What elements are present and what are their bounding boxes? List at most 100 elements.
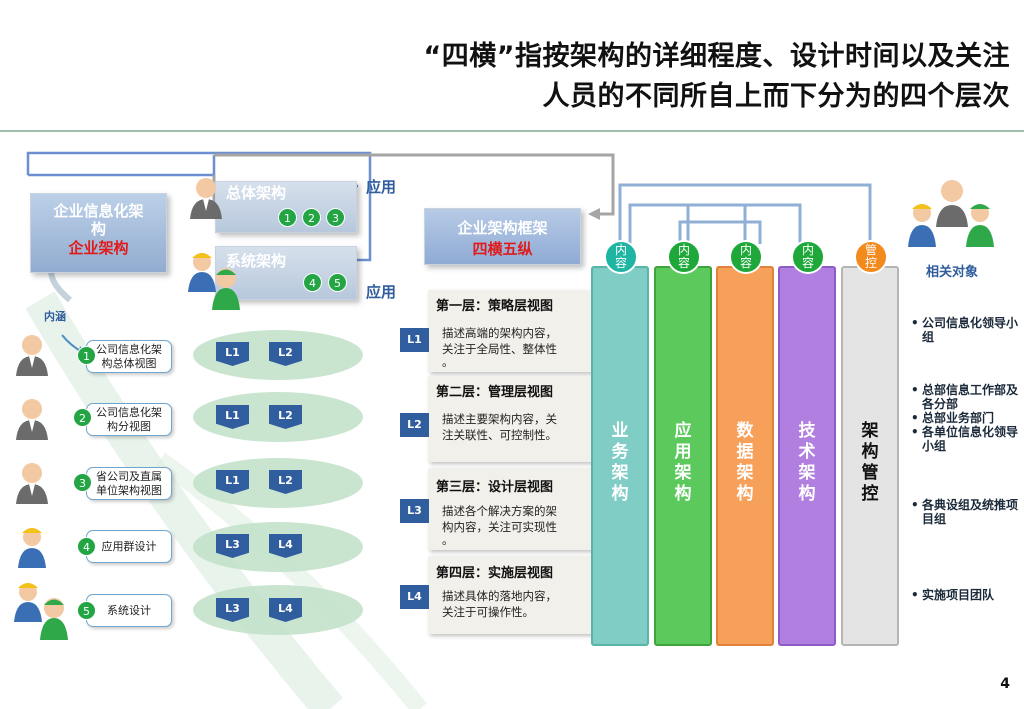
layer-desc: 描述主要架构内容，关 [442, 412, 557, 426]
layer-desc: 。 [442, 355, 454, 369]
view-box-3: 省公司及直属单位架构视图 [86, 467, 172, 500]
layer-chip-2: L2 [400, 413, 429, 437]
layer-card-1: 第一层：策略层视图 描述高端的架构内容， 关注于全局性、整体性 。 [428, 290, 596, 372]
framework-box: 企业架构框架 四横五纵 [424, 208, 581, 265]
slide-title-line-1: “四横”指按架构的详细程度、设计时间以及关注 [423, 41, 1010, 72]
view-level-badge: L3 [216, 534, 249, 558]
related-people-icon [908, 180, 994, 247]
related-item: 总部信息工作部及各分部 [908, 383, 1020, 411]
view-num-5: 5 [77, 601, 96, 620]
related-group-4: 实施项目团队 [908, 588, 1020, 602]
view-level-badge: L1 [216, 342, 249, 366]
view-level-badge: L2 [269, 405, 302, 429]
view-label-line: 应用群设计 [101, 539, 157, 553]
system-num-5: 5 [328, 273, 347, 292]
view-label-line: 公司信息化架 [96, 342, 162, 356]
overall-architecture-label: 总体架构 [226, 184, 287, 202]
layer-card-2: 第二层：管理层视图 描述主要架构内容，关 注关联性、可控制性。 [428, 376, 596, 462]
related-group-2: 总部信息工作部及各分部 总部业务部门 各单位信息化领导小组 [908, 383, 1020, 453]
layer-desc: 注关联性、可控制性。 [442, 428, 557, 442]
column-governance-circle: 管控 [854, 240, 888, 274]
layer-chip-1: L1 [400, 328, 429, 352]
view-num-1: 1 [77, 346, 96, 365]
layer-title: 第四层：实施层视图 [436, 566, 554, 581]
view-level-badge: L4 [269, 598, 302, 622]
layer-desc: 描述高端的架构内容， [442, 326, 557, 340]
view-level-badge: L3 [216, 598, 249, 622]
column-business-architecture: 业务架构 [591, 266, 649, 646]
view-box-4: 应用群设计 [86, 530, 172, 563]
layer-desc: 关注于全局性、整体性 [442, 342, 557, 356]
layer-card-3: 第三层：设计层视图 描述各个解决方案的架 构内容，关注可实现性 。 [428, 468, 596, 550]
related-item: 各单位信息化领导小组 [908, 425, 1020, 453]
overall-num-1: 1 [278, 208, 297, 227]
concept-main-line-2: 构 [90, 220, 106, 238]
view-level-badge: L1 [216, 470, 249, 494]
decor-arc [25, 291, 343, 709]
column-technical-architecture: 技术架构 [778, 266, 836, 646]
view-num-4: 4 [77, 537, 96, 556]
person-manager-icon [16, 335, 48, 376]
view-level-badge: L2 [269, 470, 302, 494]
related-group-3: 各典设组及统推项目组 [908, 498, 1020, 526]
view-label-line: 构分视图 [107, 419, 151, 433]
apply-label-1: 应用 [366, 178, 397, 196]
framework-sub-label: 四横五纵 [472, 240, 533, 258]
column-application-architecture: 应用架构 [654, 266, 712, 646]
related-item: 各典设组及统推项目组 [908, 498, 1020, 526]
connector-gray [214, 153, 615, 216]
column-label: 技术架构 [798, 421, 816, 504]
view-level-badge: L1 [216, 405, 249, 429]
layer-chip-4: L4 [400, 585, 429, 609]
layer-desc: 。 [442, 533, 454, 547]
view-label-line: 系统设计 [107, 603, 151, 617]
concept-main-sub: 企业架构 [68, 239, 129, 257]
column-data-architecture: 数据架构 [716, 266, 774, 646]
view-level-badge: L2 [269, 342, 302, 366]
person-manager-icon [16, 399, 48, 440]
column-label: 数据架构 [736, 421, 754, 504]
overall-num-3: 3 [326, 208, 345, 227]
overall-num-2: 2 [302, 208, 321, 227]
concept-enterprise-architecture: 企业信息化架 构 企业架构 [30, 193, 167, 273]
person-engineer-icon [18, 528, 46, 568]
view-box-5: 系统设计 [86, 594, 172, 627]
column-architecture-governance: 架构管控 [841, 266, 899, 646]
person-manager-icon [16, 463, 48, 504]
view-num-2: 2 [73, 408, 92, 427]
layer-card-4: 第四层：实施层视图 描述具体的落地内容， 关注于可操作性。 [428, 556, 596, 634]
person-engineers-icon [188, 253, 240, 310]
layer-title: 第三层：设计层视图 [436, 480, 554, 495]
layer-desc: 描述各个解决方案的架 [442, 504, 557, 518]
view-level-badge: L4 [269, 534, 302, 558]
view-box-2: 公司信息化架构分视图 [86, 403, 172, 436]
column-content-circle: 内容 [729, 240, 763, 274]
page-number: 4 [1000, 676, 1010, 692]
column-label: 架构管控 [861, 421, 879, 504]
framework-bracket [618, 183, 872, 244]
system-architecture-label: 系统架构 [226, 252, 287, 270]
related-item: 总部业务部门 [908, 411, 1020, 425]
layer-title: 第二层：管理层视图 [436, 385, 554, 400]
related-item: 公司信息化领导小组 [908, 316, 1020, 344]
apply-label-2: 应用 [366, 283, 397, 301]
concept-main-line-1: 企业信息化架 [53, 202, 144, 220]
framework-label: 企业架构框架 [457, 219, 548, 237]
related-objects-title: 相关对象 [926, 265, 979, 280]
view-label-line: 单位架构视图 [96, 483, 162, 497]
layer-desc: 描述具体的落地内容， [442, 589, 557, 603]
person-manager-icon [190, 178, 222, 219]
column-label: 业务架构 [611, 421, 629, 504]
connector-blue [26, 151, 372, 262]
view-num-3: 3 [73, 473, 92, 492]
related-group-1: 公司信息化领导小组 [908, 316, 1020, 344]
view-box-1: 公司信息化架构总体视图 [86, 340, 172, 373]
layer-desc: 关注于可操作性。 [442, 605, 534, 619]
related-item: 实施项目团队 [908, 588, 1020, 602]
layer-desc: 构内容，关注可实现性 [442, 520, 557, 534]
column-label: 应用架构 [674, 421, 692, 504]
connotation-label: 内涵 [44, 310, 66, 323]
person-engineers-icon [14, 583, 68, 640]
layer-chip-3: L3 [400, 499, 429, 523]
